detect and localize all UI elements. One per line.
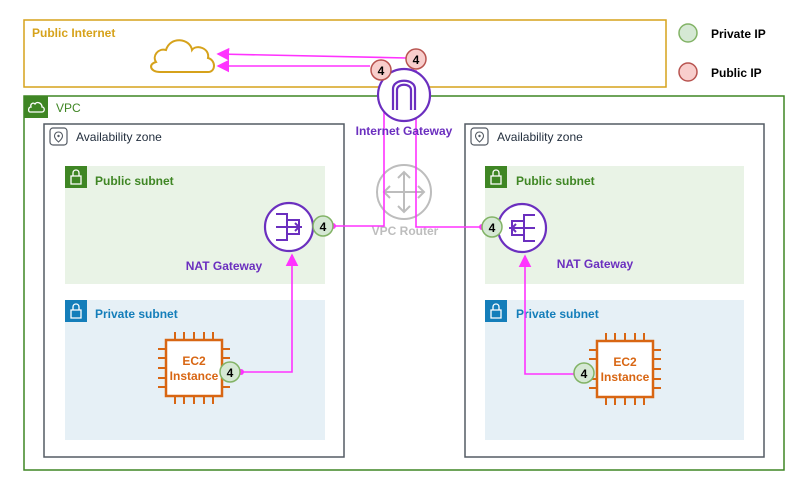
internet-gateway-label: Internet Gateway [356, 124, 453, 138]
ec2-az2-label-line1: EC2 [613, 355, 637, 369]
gateway-arch-icon [391, 79, 417, 110]
svg-text:4: 4 [489, 221, 496, 235]
svg-text:4: 4 [378, 64, 385, 78]
flow-igw-to-internet-1 [216, 47, 408, 61]
ec2-az1-label-line2: Instance [170, 369, 219, 383]
svg-text:4: 4 [413, 53, 420, 67]
public-internet-box [23, 19, 667, 88]
svg-text:4: 4 [320, 220, 327, 234]
private-ip-badge: 4 [219, 361, 241, 383]
flow-ec2-to-nat-az1 [241, 253, 299, 373]
public-ip-badge: 4 [405, 48, 427, 70]
legend-public-ip-label: Public IP [711, 66, 762, 80]
ec2-instance-az1: EC2 Instance [158, 332, 230, 404]
az2-public-subnet-tag [485, 166, 507, 188]
lock-icon [70, 303, 82, 319]
internet-gateway-icon [376, 67, 432, 123]
az2-public-subnet-label: Public subnet [516, 174, 595, 188]
public-internet-group: Public Internet [23, 19, 667, 88]
az2-label: Availability zone [497, 130, 583, 144]
vpc-tag [24, 96, 48, 118]
location-pin-icon [474, 131, 485, 143]
ec2-az2-label-line2: Instance [601, 370, 650, 384]
az2-tag [470, 127, 489, 146]
availability-zone-2: Availability zone Public subnet Private … [464, 123, 765, 458]
location-pin-icon [53, 131, 64, 143]
location-pin-dot [57, 134, 60, 138]
ec2-instance-az2: EC2 Instance [589, 333, 661, 405]
private-ip-badge: 4 [481, 216, 503, 238]
public-ip-badge: 4 [370, 59, 392, 81]
nat-gateway-az1: NAT Gateway [186, 201, 315, 273]
lock-icon [490, 303, 502, 319]
flow-nat-az1-to-igw [333, 80, 385, 227]
az1-label: Availability zone [76, 130, 162, 144]
nat-arrows-icon [276, 213, 302, 241]
nat-gateway-az1-label: NAT Gateway [186, 259, 263, 273]
traffic-flow-lines [216, 47, 576, 375]
lock-icon [70, 169, 82, 185]
flow-nat-az2-to-igw [415, 70, 482, 228]
ec2-chip-icon [164, 338, 224, 398]
svg-text:4: 4 [581, 367, 588, 381]
lock-icon [490, 169, 502, 185]
az1-public-subnet-tag [65, 166, 87, 188]
az2-private-subnet-label: Private subnet [516, 307, 599, 321]
legend-private-ip-label: Private IP [711, 27, 766, 41]
vpc-router-icon [376, 164, 432, 220]
az1-private-subnet-tag [65, 300, 87, 322]
az1-public-subnet-label: Public subnet [95, 174, 174, 188]
nat-gateway-az2: NAT Gateway [496, 202, 634, 271]
private-ip-badge: 4 [312, 215, 334, 237]
az1-tag [49, 127, 68, 146]
nat-gateway-az2-label: NAT Gateway [557, 257, 634, 271]
legend: Private IP Public IP [678, 23, 766, 82]
az2-private-subnet-tag [485, 300, 507, 322]
svg-text:4: 4 [227, 366, 234, 380]
nat-arrows-icon [509, 214, 535, 242]
cloud-icon [150, 39, 215, 73]
availability-zone-1: Availability zone Public subnet Private … [43, 123, 345, 458]
chip-pins [589, 333, 661, 405]
legend-private-ip-swatch [678, 23, 698, 43]
legend-public-ip-swatch [678, 62, 698, 82]
vpc-cloud-icon [27, 101, 45, 113]
private-ip-badge: 4 [573, 362, 595, 384]
router-arrows-icon [382, 170, 426, 214]
public-internet-label: Public Internet [32, 26, 115, 40]
flow-ec2-to-nat-az2 [518, 254, 576, 375]
step-badges: 4 4 4 4 4 4 [219, 48, 595, 384]
az1-private-subnet-label: Private subnet [95, 307, 178, 321]
location-pin-dot [478, 134, 481, 138]
internet-gateway: Internet Gateway [356, 67, 453, 138]
vpc-label: VPC [56, 101, 81, 115]
chip-pins [158, 332, 230, 404]
ec2-az1-label-line1: EC2 [182, 354, 206, 368]
ec2-chip-icon [595, 339, 655, 399]
